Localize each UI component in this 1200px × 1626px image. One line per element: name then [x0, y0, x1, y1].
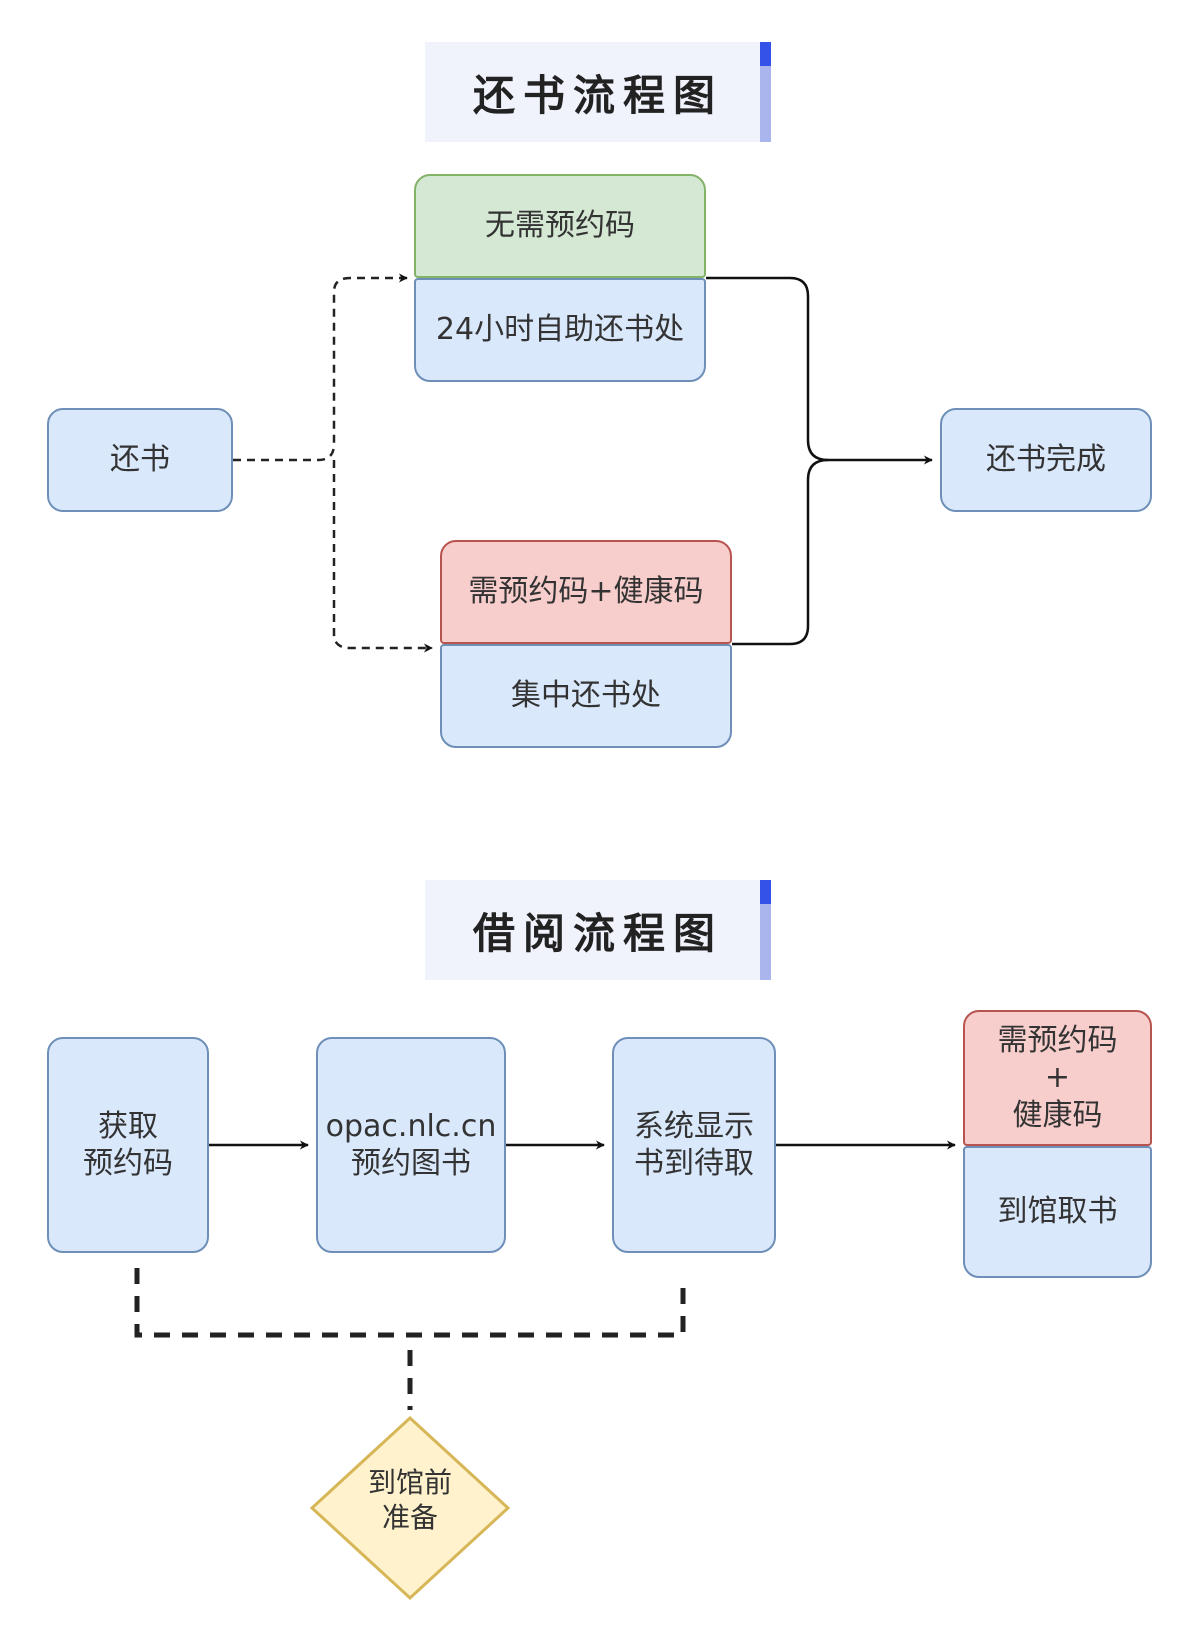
node-get-reservation-code: 获取 预约码	[47, 1037, 209, 1253]
title-accent-bar	[760, 42, 771, 142]
borrow-flow-title-text: 借阅流程图	[472, 908, 723, 958]
merge-connector	[706, 276, 829, 462]
node-no-reservation-code: 无需预约码	[414, 174, 706, 278]
node-opac-reserve-book: opac.nlc.cn 预约图书	[316, 1037, 506, 1253]
dashed-branch-connector	[332, 460, 433, 653]
node-return-start: 还书	[47, 408, 233, 512]
merge-connector	[732, 458, 829, 646]
node-final-codes-required: 需预约码 + 健康码	[963, 1010, 1152, 1146]
node-reservation-health-code: 需预约码+健康码	[440, 540, 732, 644]
return-flow-title: 还书流程图	[425, 42, 771, 142]
node-system-shows-ready: 系统显示 书到待取	[612, 1037, 776, 1253]
dashed-branch-connector	[233, 273, 408, 462]
node-24h-return-station: 24小时自助还书处	[414, 278, 706, 382]
borrow-flow-title: 借阅流程图	[425, 880, 771, 980]
node-return-complete: 还书完成	[940, 408, 1152, 512]
node-pick-up-at-library: 到馆取书	[963, 1146, 1152, 1278]
node-central-return-station: 集中还书处	[440, 644, 732, 748]
title-accent-bar	[760, 880, 771, 980]
prep-diamond-label: 到馆前 准备	[367, 1466, 452, 1534]
prep-diamond-shape	[309, 1415, 511, 1601]
return-flow-title-text: 还书流程图	[472, 70, 723, 120]
prep-bracket-connector	[134, 1268, 686, 1338]
